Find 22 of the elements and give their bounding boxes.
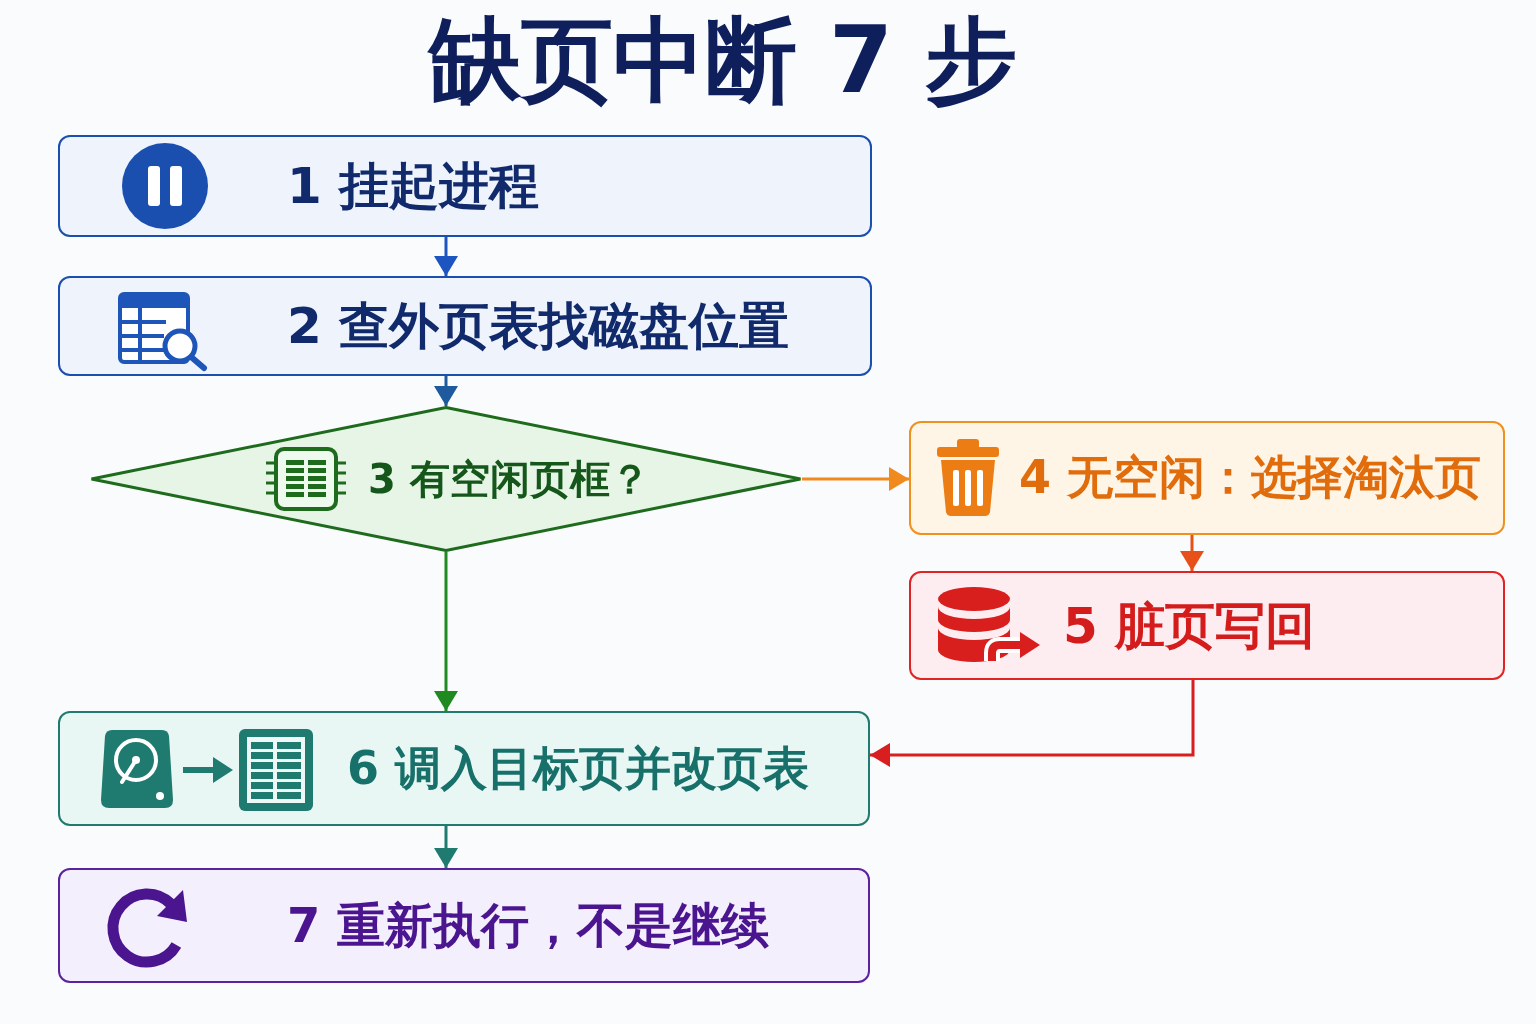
title: 缺页中断 7 步	[428, 8, 1018, 114]
arrow	[1182, 535, 1202, 571]
step-label: 3 有空闲页框？	[368, 455, 650, 503]
process-box	[58, 135, 872, 237]
step-label: 4 无空闲：选择淘汰页	[1019, 450, 1482, 506]
process-box	[58, 868, 870, 983]
arrow	[436, 552, 456, 711]
step-label: 1 挂起进程	[287, 156, 540, 216]
arrow	[436, 826, 456, 868]
process-box	[58, 711, 870, 826]
arrow	[870, 680, 1195, 765]
decision-diamond	[90, 406, 802, 552]
arrow	[436, 376, 456, 406]
step-label: 6 调入目标页并改页表	[347, 740, 810, 797]
process-box	[58, 276, 872, 376]
process-box	[909, 421, 1505, 535]
process-box	[909, 571, 1505, 680]
arrow	[436, 237, 456, 276]
arrow	[802, 469, 909, 489]
step-label: 2 查外页表找磁盘位置	[287, 296, 790, 356]
step-label: 5 脏页写回	[1063, 595, 1316, 656]
step-label: 7 重新执行，不是继续	[287, 896, 770, 955]
